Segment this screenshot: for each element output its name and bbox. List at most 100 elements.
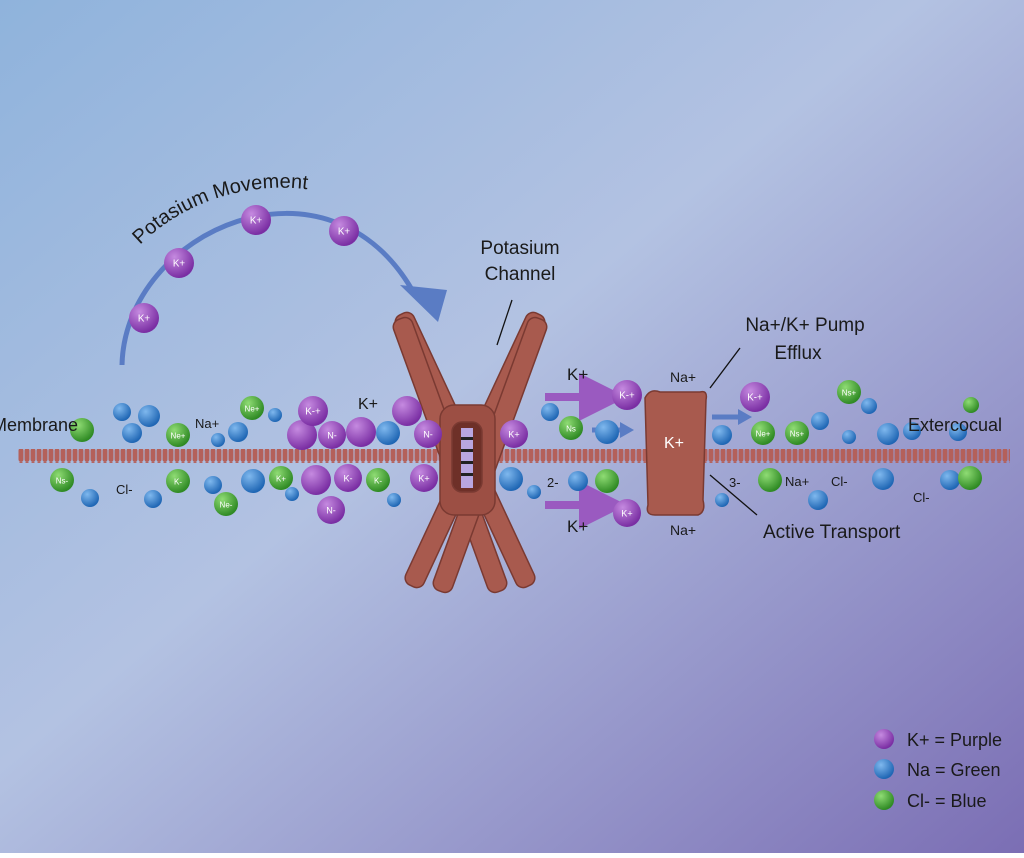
blue-ion	[541, 403, 559, 421]
blue-ion-circle	[568, 471, 588, 491]
blue-ion	[144, 490, 162, 508]
potassium-ion: K-	[334, 464, 362, 492]
legend-item: Cl- = Blue	[907, 791, 987, 811]
blue-ion	[811, 412, 829, 430]
blue-ion-circle	[387, 493, 401, 507]
two-minus-label: 2-	[547, 475, 559, 490]
green-ion-circle	[958, 466, 982, 490]
potassium-ion: K+	[164, 248, 194, 278]
na-label: Na+	[195, 416, 219, 431]
cl-right-label-2: Cl-	[913, 490, 930, 505]
green-ion: Ne+	[751, 421, 775, 445]
pump-title-line2: Efflux	[774, 343, 822, 364]
ion-label: K-	[174, 478, 182, 487]
blue-ion-circle	[842, 430, 856, 444]
green-ion-circle	[50, 468, 74, 492]
blue-ion	[499, 467, 523, 491]
three-minus-label: 3-	[729, 475, 741, 490]
blue-ion	[872, 468, 894, 490]
blue-ion-circle	[81, 489, 99, 507]
potassium-ion	[346, 417, 376, 447]
blue-ion-circle	[949, 423, 967, 441]
potassium-ion-circle	[346, 417, 376, 447]
green-ion-circle	[214, 492, 238, 516]
blue-ion	[861, 398, 877, 414]
potassium-ion-circle	[500, 420, 528, 448]
ion-label: K-	[374, 477, 382, 486]
ion-label: K-+	[747, 393, 763, 404]
efflux-arrowhead-icon	[738, 409, 752, 425]
green-ion-circle	[963, 397, 979, 413]
blue-ion	[568, 471, 588, 491]
ion-label: K+	[173, 259, 186, 270]
blue-ion	[122, 423, 142, 443]
potassium-ion: N-	[317, 496, 345, 524]
blue-ion	[228, 422, 248, 442]
potassium-ion-circle	[392, 396, 422, 426]
na-pump-top-label: Na+	[670, 369, 696, 385]
green-ion: K-	[166, 469, 190, 493]
ions: K+K+K+K+Ne+Ne+K-+N-N-Ns-K-Ne-K+K-K-N-K+K…	[50, 205, 982, 527]
potassium-ion-circle	[613, 499, 641, 527]
green-ion-circle	[837, 380, 861, 404]
blue-ion	[268, 408, 282, 422]
ion-label: Ne+	[245, 405, 260, 414]
blue-ion-circle	[940, 470, 960, 490]
potassium-ion: K+	[613, 499, 641, 527]
potassium-ion-circle	[329, 216, 359, 246]
blue-ion-circle	[499, 467, 523, 491]
potassium-ion-circle	[164, 248, 194, 278]
legend-blue-swatch	[874, 759, 894, 779]
potassium-ion-circle	[298, 396, 328, 426]
k-arrow-bottom-label: K+	[567, 517, 588, 536]
legend-purple-swatch	[874, 729, 894, 749]
green-ion-circle	[559, 416, 583, 440]
blue-ion-circle	[138, 405, 160, 427]
potassium-ion-circle	[414, 420, 442, 448]
green-ion-circle	[269, 466, 293, 490]
potassium-ion: N-	[318, 421, 346, 449]
green-ion: Ns	[559, 416, 583, 440]
blue-ion	[715, 493, 729, 507]
blue-ion-circle	[595, 420, 619, 444]
blue-ion	[211, 433, 225, 447]
green-ion: K+	[269, 466, 293, 490]
legend: K+ = Purple Na = Green Cl- = Blue	[874, 729, 1002, 811]
blue-ion-circle	[211, 433, 225, 447]
blue-ion	[376, 421, 400, 445]
potassium-ion: K+	[500, 420, 528, 448]
potassium-ion-circle	[287, 420, 317, 450]
blue-ion-circle	[811, 412, 829, 430]
legend-item: K+ = Purple	[907, 730, 1002, 750]
blue-ion-circle	[872, 468, 894, 490]
ion-label: Ne-	[220, 501, 233, 510]
green-ion: Ne+	[166, 423, 190, 447]
blue-ion	[387, 493, 401, 507]
blue-ion	[808, 490, 828, 510]
potassium-ion-circle	[318, 421, 346, 449]
ion-label: K+	[250, 216, 263, 227]
active-transport-pointer	[709, 474, 758, 516]
na-pump-bottom-label: Na+	[670, 522, 696, 538]
blue-ion-circle	[715, 493, 729, 507]
ion-label: Ne+	[171, 432, 186, 441]
potassium-ion: K-+	[612, 380, 642, 410]
green-ion: Ne+	[240, 396, 264, 420]
blue-ion	[527, 485, 541, 499]
green-ion-circle	[166, 469, 190, 493]
blue-ion	[949, 423, 967, 441]
active-transport-label: Active Transport	[763, 522, 901, 543]
potassium-ion	[287, 420, 317, 450]
green-ion: Ne-	[214, 492, 238, 516]
potassium-ion: K-+	[298, 396, 328, 426]
potassium-ion: K+	[410, 464, 438, 492]
green-ion	[958, 466, 982, 490]
blue-ion	[81, 489, 99, 507]
potassium-ion: N-	[414, 420, 442, 448]
ion-label: K+	[276, 475, 286, 484]
ion-label: Ns-	[56, 477, 69, 486]
blue-ion	[138, 405, 160, 427]
cl-label: Cl-	[116, 482, 133, 497]
